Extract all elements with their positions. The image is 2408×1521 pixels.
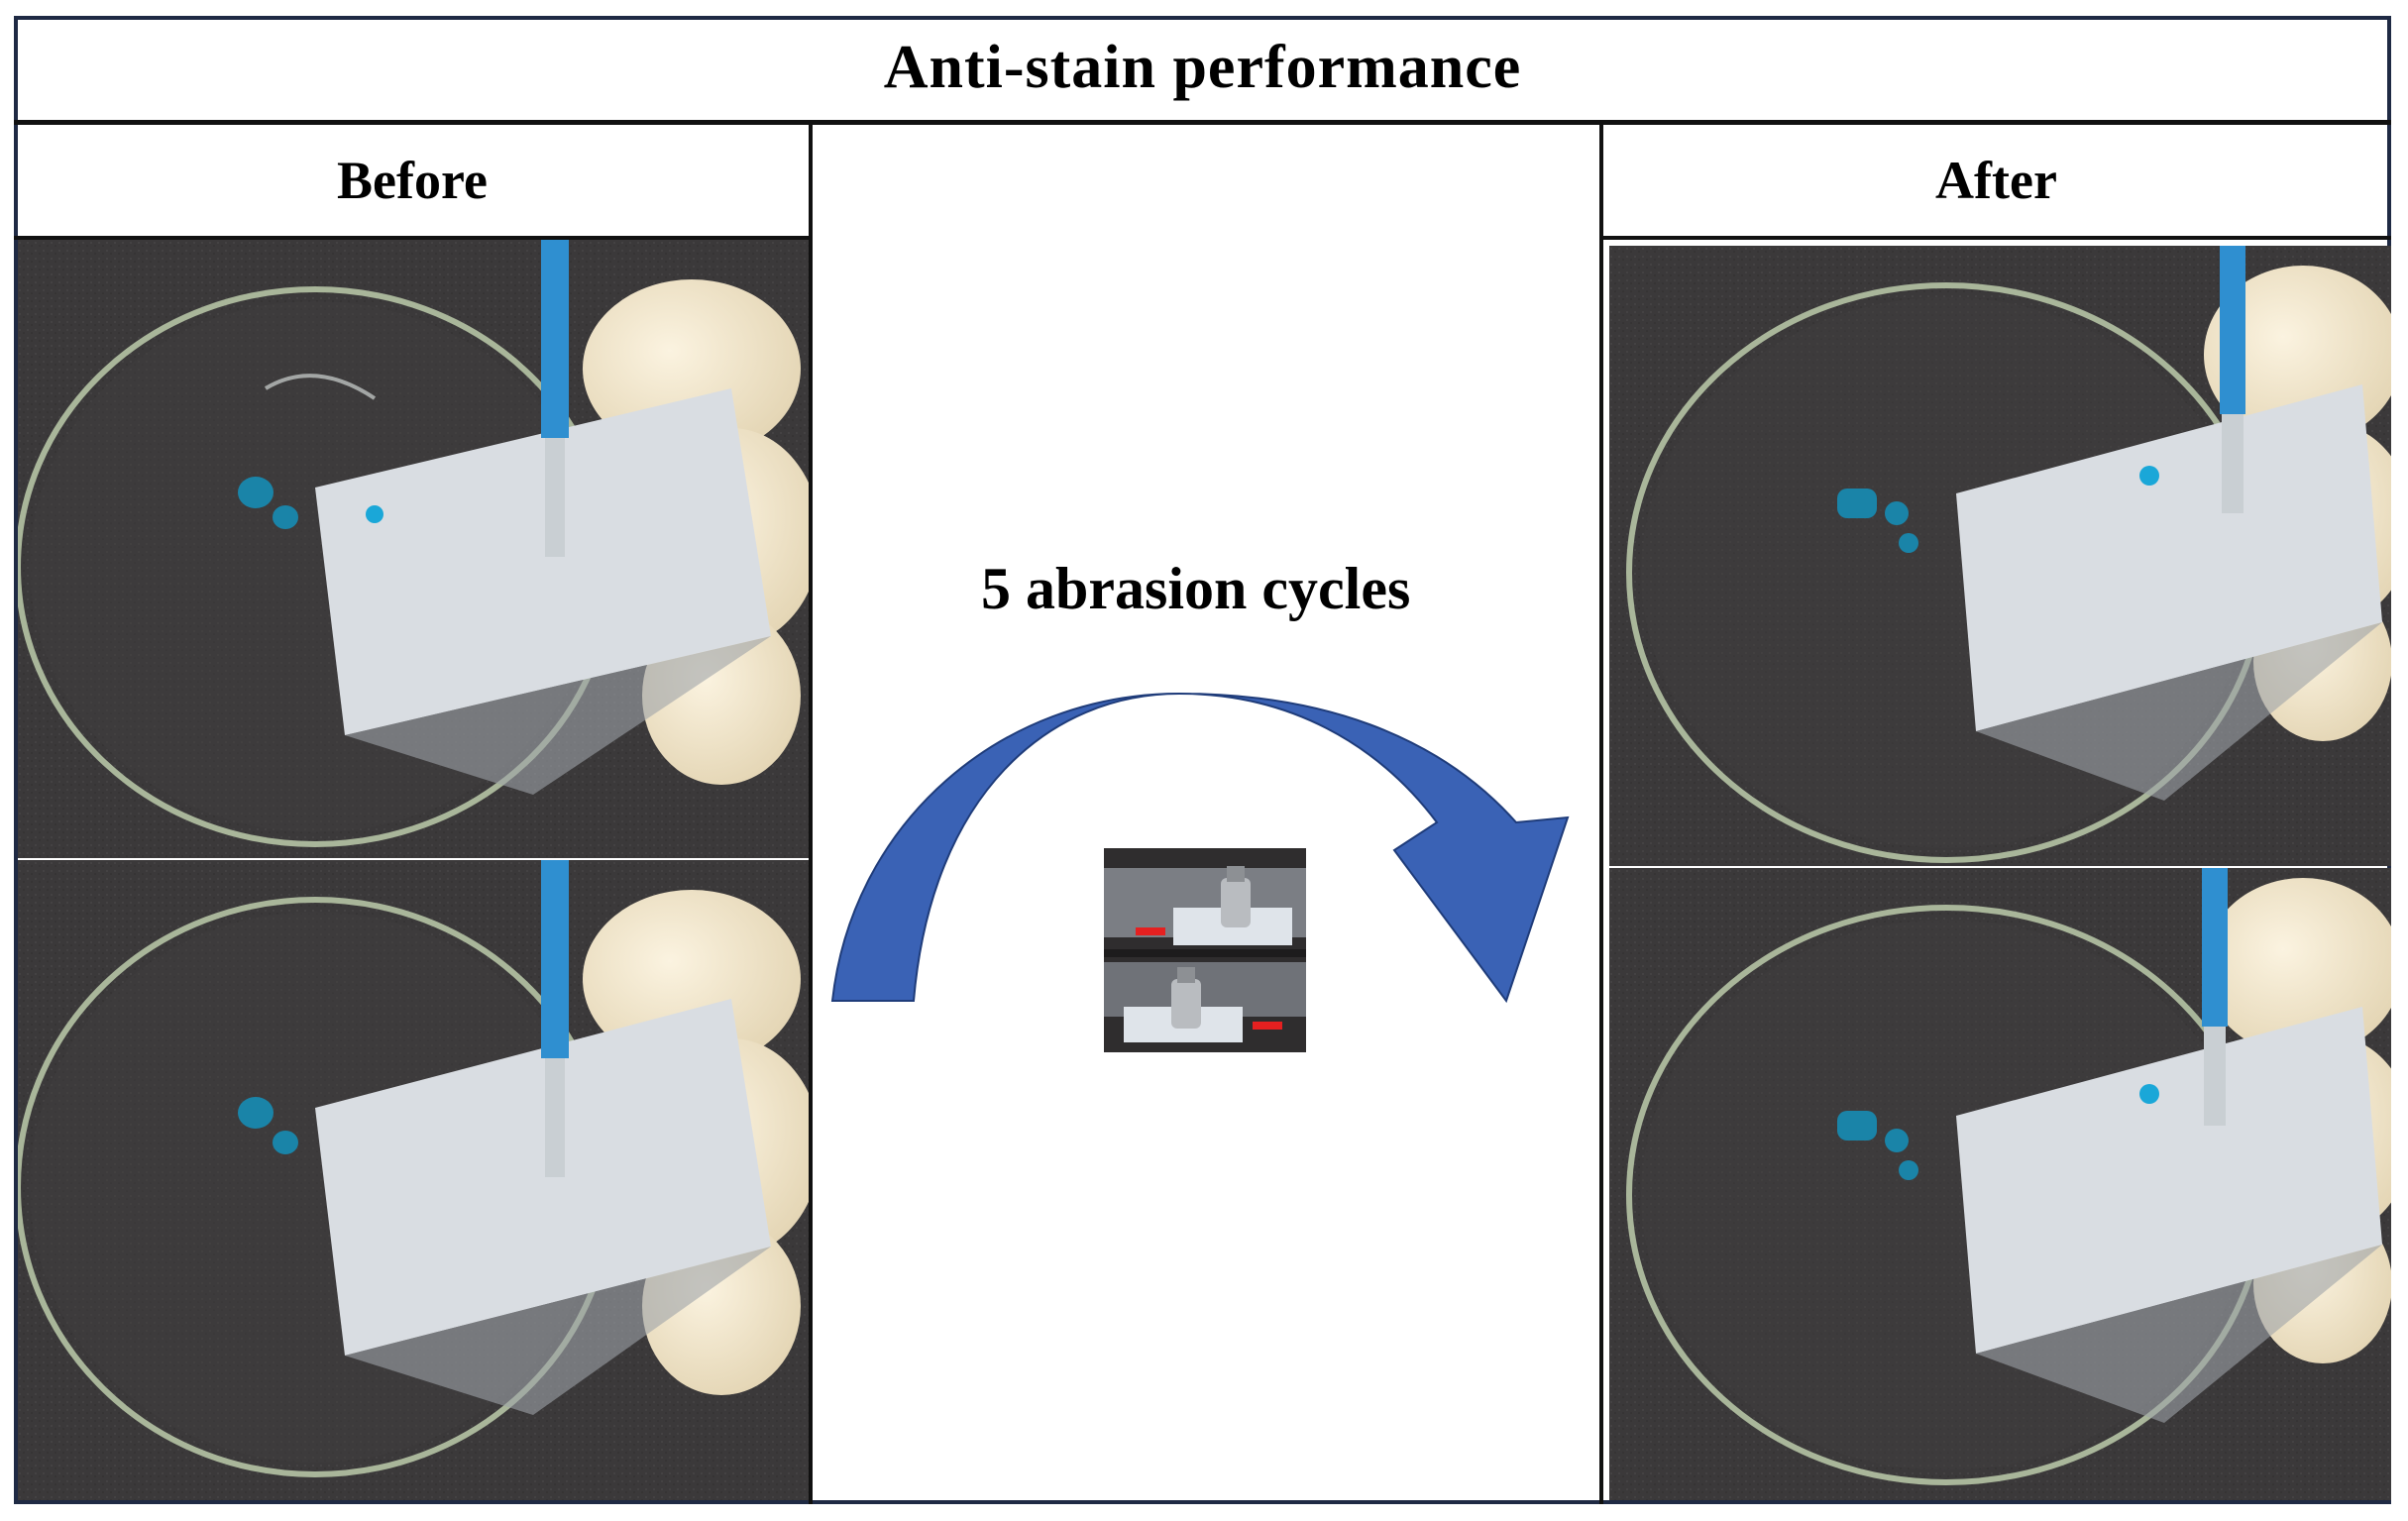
title-bar: Anti-stain performance — [14, 16, 2391, 125]
after-header: After — [1601, 125, 2391, 240]
curved-arrow-icon — [830, 692, 1570, 1004]
figure-title: Anti-stain performance — [883, 34, 1522, 101]
abrasion-test-photo — [1104, 848, 1306, 1052]
right-divider — [1599, 125, 1603, 1504]
before-photo-1 — [18, 240, 809, 858]
before-header: Before — [14, 125, 811, 240]
after-photo-1 — [1609, 246, 2391, 866]
after-photo-2 — [1609, 868, 2391, 1500]
before-photo-2 — [18, 860, 809, 1500]
before-label: Before — [337, 151, 488, 210]
left-divider — [809, 125, 813, 1504]
process-label: 5 abrasion cycles — [981, 556, 1411, 621]
after-label: After — [1935, 151, 2057, 210]
